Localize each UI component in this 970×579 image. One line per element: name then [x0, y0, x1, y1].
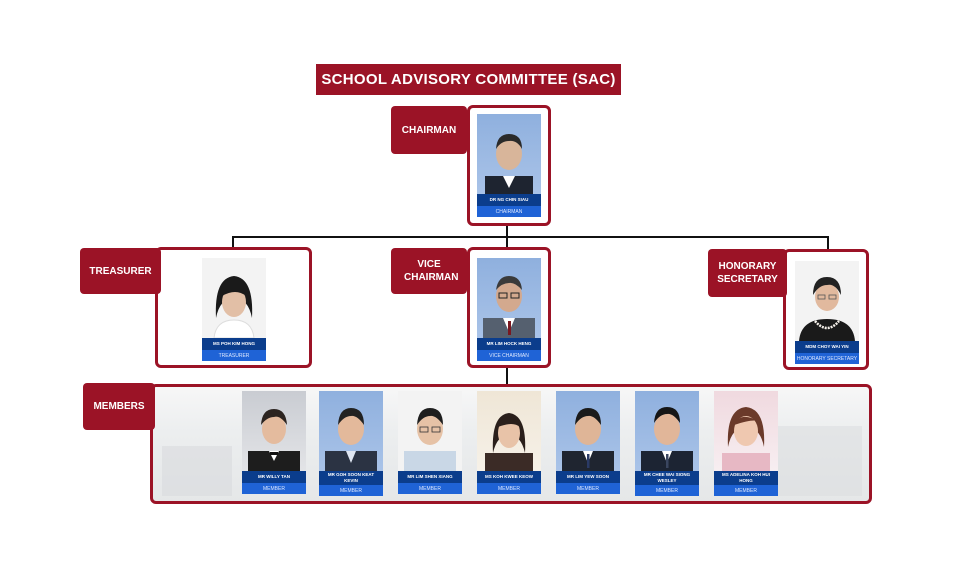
vice-chairman-tag: VICE CHAIRMAN: [391, 248, 467, 294]
treasurer-tag: TREASURER: [80, 248, 161, 294]
treasurer-name: MS POH KIM HONG: [202, 338, 266, 350]
connector-members: [506, 366, 508, 386]
chairman-role: CHAIRMAN: [477, 206, 541, 217]
connector-chairman-down: [506, 224, 508, 238]
vice-chairman-photo: [477, 258, 541, 338]
member-role: MEMBER: [319, 485, 383, 496]
member-card: MR LIM SHEN XIANG MEMBER: [398, 391, 462, 494]
vice-chairman-card: MR LIM HOCK HENG VICE CHAIRMAN: [477, 258, 541, 361]
member-role: MEMBER: [242, 483, 306, 494]
member-name: MR LIM YEW SOON: [556, 471, 620, 483]
member-photo: [635, 391, 699, 471]
member-photo: [556, 391, 620, 471]
member-name: MS ADELINA KOH HUI HONG: [714, 471, 778, 485]
member-role: MEMBER: [714, 485, 778, 496]
connector-vice-chairman: [506, 236, 508, 249]
member-name: MR WILLY TAN: [242, 471, 306, 483]
member-role: MEMBER: [556, 483, 620, 494]
connector-horizontal: [232, 236, 829, 238]
member-photo: [477, 391, 541, 471]
page-title: SCHOOL ADVISORY COMMITTEE (SAC): [316, 64, 621, 95]
chairman-photo: [477, 114, 541, 194]
chairman-tag: CHAIRMAN: [391, 106, 467, 154]
vice-chairman-name: MR LIM HOCK HENG: [477, 338, 541, 350]
background-building: [162, 446, 232, 496]
member-card: MS ADELINA KOH HUI HONG MEMBER: [714, 391, 778, 496]
member-card: MR GOH SOON KEAT KEVIN MEMBER: [319, 391, 383, 496]
honorary-secretary-name: MDM CHOY WAI YIN: [795, 341, 859, 353]
members-tag: MEMBERS: [83, 383, 155, 430]
honorary-secretary-card: MDM CHOY WAI YIN HONORARY SECRETARY: [795, 261, 859, 364]
member-photo: [242, 391, 306, 471]
member-role: MEMBER: [635, 485, 699, 496]
connector-secretary: [827, 236, 829, 249]
member-card: MS KOH KWEE KEOW MEMBER: [477, 391, 541, 494]
honorary-secretary-photo: [795, 261, 859, 341]
member-card: MR WILLY TAN MEMBER: [242, 391, 306, 494]
honorary-secretary-tag: HONORARY SECRETARY: [708, 249, 787, 297]
member-name: MS KOH KWEE KEOW: [477, 471, 541, 483]
member-photo: [319, 391, 383, 471]
chairman-name: DR NG CHIN SIAU: [477, 194, 541, 206]
member-name: MR GOH SOON KEAT KEVIN: [319, 471, 383, 485]
vice-chairman-role: VICE CHAIRMAN: [477, 350, 541, 361]
connector-treasurer: [232, 236, 234, 249]
treasurer-role: TREASURER: [202, 350, 266, 361]
member-role: MEMBER: [398, 483, 462, 494]
member-card: MR CHEE WAI SIONG WESLEY MEMBER: [635, 391, 699, 496]
member-role: MEMBER: [477, 483, 541, 494]
member-photo: [714, 391, 778, 471]
treasurer-card: MS POH KIM HONG TREASURER: [202, 258, 266, 361]
member-name: MR CHEE WAI SIONG WESLEY: [635, 471, 699, 485]
treasurer-photo: [202, 258, 266, 338]
background-building: [772, 426, 862, 496]
member-photo: [398, 391, 462, 471]
member-card: MR LIM YEW SOON MEMBER: [556, 391, 620, 494]
chairman-card: DR NG CHIN SIAU CHAIRMAN: [477, 114, 541, 217]
member-name: MR LIM SHEN XIANG: [398, 471, 462, 483]
vice-chairman-tag-label: VICE CHAIRMAN: [404, 259, 459, 283]
honorary-secretary-role: HONORARY SECRETARY: [795, 353, 859, 364]
members-frame: [150, 384, 872, 504]
